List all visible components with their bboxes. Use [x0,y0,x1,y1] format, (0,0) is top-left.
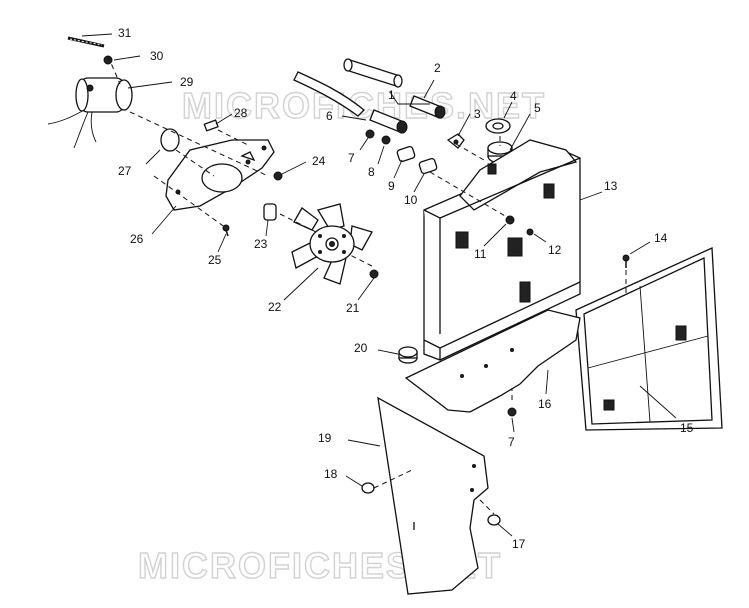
part-8-nut [381,135,391,145]
assembly-lines [107,55,627,515]
callout-27: 27 [118,164,132,178]
part-24-nut [273,171,283,181]
callout-8: 8 [368,165,375,179]
part-29-fan-motor [47,77,133,149]
callout-19: 19 [318,431,332,445]
callout-7: 7 [348,151,355,165]
part-7-nut [365,129,375,139]
part-26-bracket [165,139,275,211]
part-6-hose [369,109,408,134]
part-10-spacer [418,157,438,175]
callout-7-lower: 7 [508,435,515,449]
callout-6: 6 [326,109,333,123]
callout-10: 10 [404,193,418,207]
part-27-spacer [160,128,180,152]
leader-lines [81,33,677,537]
callout-1: 1 [388,88,395,102]
callout-31: 31 [118,26,132,40]
callout-9: 9 [388,179,395,193]
part-1-hoses [293,58,403,117]
callout-15: 15 [680,421,694,435]
callout-28: 28 [234,106,248,120]
part-17-grommet [487,514,501,526]
part-13-radiator [423,139,581,361]
part-11-nut [505,215,515,225]
callout-21: 21 [346,301,360,315]
callout-23: 23 [254,237,268,251]
part-7-nut-lower [507,407,517,417]
callout-3: 3 [474,107,481,121]
callout-labels: 31 30 29 28 27 24 26 25 23 22 21 1 2 3 4… [118,26,694,551]
part-19-side-panel [377,396,489,595]
callout-17: 17 [512,537,526,551]
callout-12: 12 [548,243,562,257]
part-18-grommet [361,482,375,494]
callout-13: 13 [604,179,618,193]
part-21-nut [369,269,379,279]
callout-16: 16 [538,397,552,411]
callout-24: 24 [312,154,326,168]
callout-18: 18 [324,467,338,481]
part-23-spacer [263,203,277,221]
part-25-screw [222,224,230,237]
part-16-shroud-plate [404,309,581,413]
callout-5: 5 [534,101,541,115]
callout-30: 30 [150,49,164,63]
part-31-bolt [67,36,105,48]
part-20-grommet [398,346,418,364]
callout-25: 25 [208,253,222,267]
gasket-hole [492,122,504,130]
part-12-bolt [526,228,534,236]
part-22-fan-blade [291,203,373,285]
callout-22: 22 [268,300,282,314]
part-14-screw [622,254,630,268]
callout-29: 29 [180,75,194,89]
callout-14: 14 [654,231,668,245]
callout-11: 11 [474,247,487,261]
callout-2: 2 [434,61,441,75]
callout-26: 26 [130,232,144,246]
callout-4: 4 [510,89,517,103]
part-9-spacer [396,145,416,163]
callout-20: 20 [354,341,368,355]
part-3-clamp [446,133,465,149]
part-2-hose [409,95,446,119]
part-15-screen [575,247,723,431]
